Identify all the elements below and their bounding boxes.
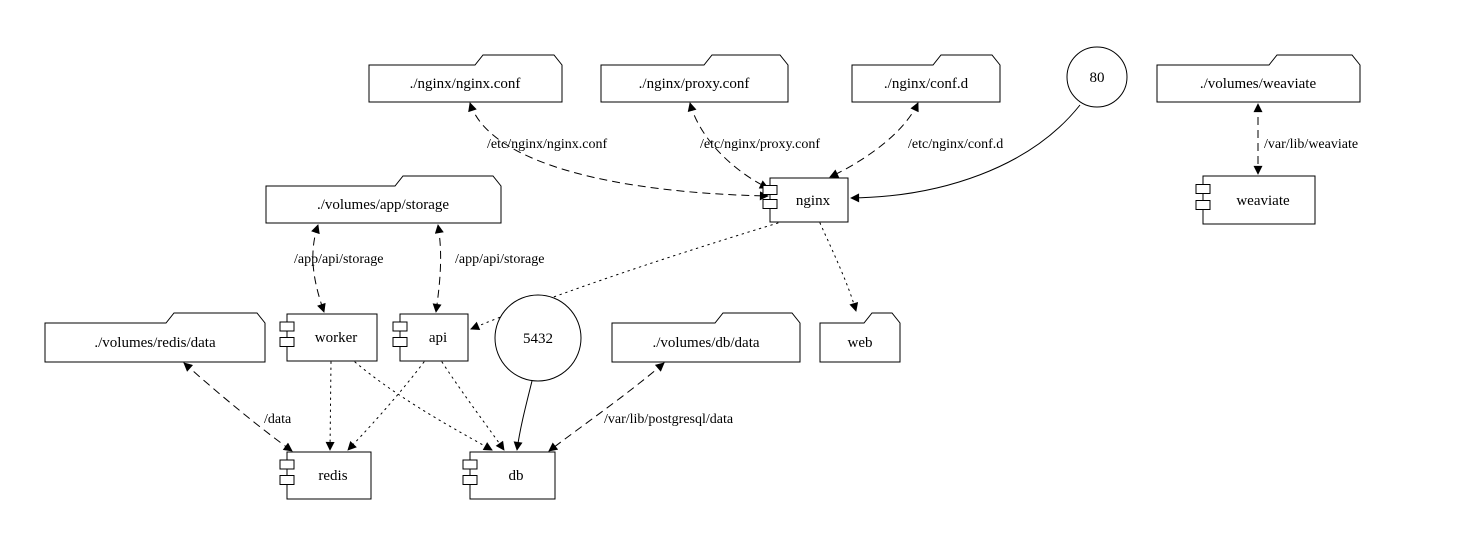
edge-worker-redis — [325, 361, 335, 451]
component-tab-icon — [279, 321, 295, 332]
folder-icon — [600, 54, 789, 103]
component-tab-icon — [392, 337, 408, 347]
edge-storage-worker — [311, 224, 326, 313]
component-tab-icon — [462, 475, 478, 485]
edge-api-redis — [347, 361, 425, 451]
component-tab-icon — [279, 459, 295, 470]
edge-label-weaviate-mount: /var/lib/weaviate — [1264, 137, 1358, 152]
node-redis-service: redis — [279, 451, 372, 500]
component-tab-icon — [462, 459, 478, 470]
edge-label-confd-mount: /etc/nginx/conf.d — [908, 137, 1003, 152]
edge-api-db — [441, 361, 505, 451]
component-body — [286, 451, 372, 500]
node-label: db — [509, 468, 524, 484]
component-body — [1202, 175, 1316, 225]
node-app-storage-folder: ./volumes/app/storage — [265, 175, 502, 224]
component-tab-icon — [762, 199, 778, 209]
component-body — [469, 451, 556, 500]
edge-confd-nginx — [829, 102, 919, 178]
node-nginx-service: nginx — [762, 177, 849, 223]
node-label: ./volumes/weaviate — [1200, 76, 1317, 92]
node-label: api — [429, 330, 447, 346]
folder-icon — [1156, 54, 1361, 103]
node-confd-folder: ./nginx/conf.d — [851, 54, 1001, 103]
component-body — [769, 177, 849, 223]
component-tab-icon — [1195, 200, 1211, 210]
edge-nginxconf-nginx — [468, 102, 769, 201]
node-db-service: db — [462, 451, 556, 500]
edge-redisdata-redis — [183, 362, 293, 452]
edge-label-storage-worker-mount: /app/api/storage — [294, 252, 383, 267]
edges-layer — [183, 102, 1263, 452]
node-label: nginx — [796, 193, 831, 209]
folder-icon — [819, 312, 901, 363]
node-label: ./nginx/conf.d — [884, 76, 969, 92]
nodes-layer: ./nginx/nginx.conf ./nginx/proxy.conf ./… — [44, 46, 1361, 500]
edge-label-proxy-conf-mount: /etc/nginx/proxy.conf — [700, 137, 820, 152]
node-api-service: api — [392, 313, 469, 362]
node-label: worker — [315, 330, 357, 346]
component-tab-icon — [392, 321, 408, 332]
node-port-80: 80 — [1066, 46, 1128, 108]
node-label: ./nginx/nginx.conf — [410, 76, 521, 92]
node-weaviate-service: weaviate — [1195, 175, 1316, 225]
edge-proxyconf-nginx — [687, 102, 769, 189]
node-worker-service: worker — [279, 313, 378, 362]
node-label: ./volumes/db/data — [652, 335, 759, 351]
node-label: web — [848, 335, 873, 351]
edge-worker-db — [354, 361, 493, 451]
edge-label-db-data-mount: /var/lib/postgresql/data — [604, 412, 734, 427]
component-tab-icon — [279, 337, 295, 347]
port-circle-icon — [1066, 46, 1128, 108]
component-body — [286, 313, 378, 362]
node-weaviate-volume-folder: ./volumes/weaviate — [1156, 54, 1361, 103]
edge-label-redis-data-mount: /data — [264, 412, 292, 427]
node-label: redis — [318, 468, 347, 484]
port-circle-icon — [494, 294, 582, 382]
folder-icon — [265, 175, 502, 224]
node-db-data-folder: ./volumes/db/data — [611, 312, 801, 363]
node-label: 80 — [1090, 70, 1105, 86]
node-web-folder: web — [819, 312, 901, 363]
edge-nginx-web — [819, 222, 859, 312]
component-tab-icon — [762, 185, 778, 195]
node-port-5432: 5432 — [494, 294, 582, 382]
folder-icon — [611, 312, 801, 363]
edge-port5432-db — [513, 380, 533, 451]
node-proxy-conf-folder: ./nginx/proxy.conf — [600, 54, 789, 103]
component-body — [399, 313, 469, 362]
node-label: weaviate — [1236, 193, 1290, 209]
folder-icon — [44, 312, 266, 363]
edge-dbdata-db — [548, 362, 665, 452]
folder-icon — [368, 54, 563, 103]
node-label: ./volumes/app/storage — [317, 197, 449, 213]
node-label: 5432 — [523, 331, 553, 347]
edge-port80-nginx — [850, 104, 1081, 203]
node-label: ./volumes/redis/data — [94, 335, 216, 351]
node-nginx-conf-folder: ./nginx/nginx.conf — [368, 54, 563, 103]
folder-icon — [851, 54, 1001, 103]
node-redis-data-folder: ./volumes/redis/data — [44, 312, 266, 363]
component-tab-icon — [1195, 184, 1211, 194]
node-label: ./nginx/proxy.conf — [639, 76, 750, 92]
edge-label-storage-api-mount: /app/api/storage — [455, 252, 544, 267]
edge-labels-layer: /etc/nginx/nginx.conf /etc/nginx/proxy.c… — [264, 137, 1358, 427]
edge-label-nginx-conf-mount: /etc/nginx/nginx.conf — [487, 137, 607, 152]
component-tab-icon — [279, 475, 295, 485]
edge-storage-api — [432, 224, 444, 313]
